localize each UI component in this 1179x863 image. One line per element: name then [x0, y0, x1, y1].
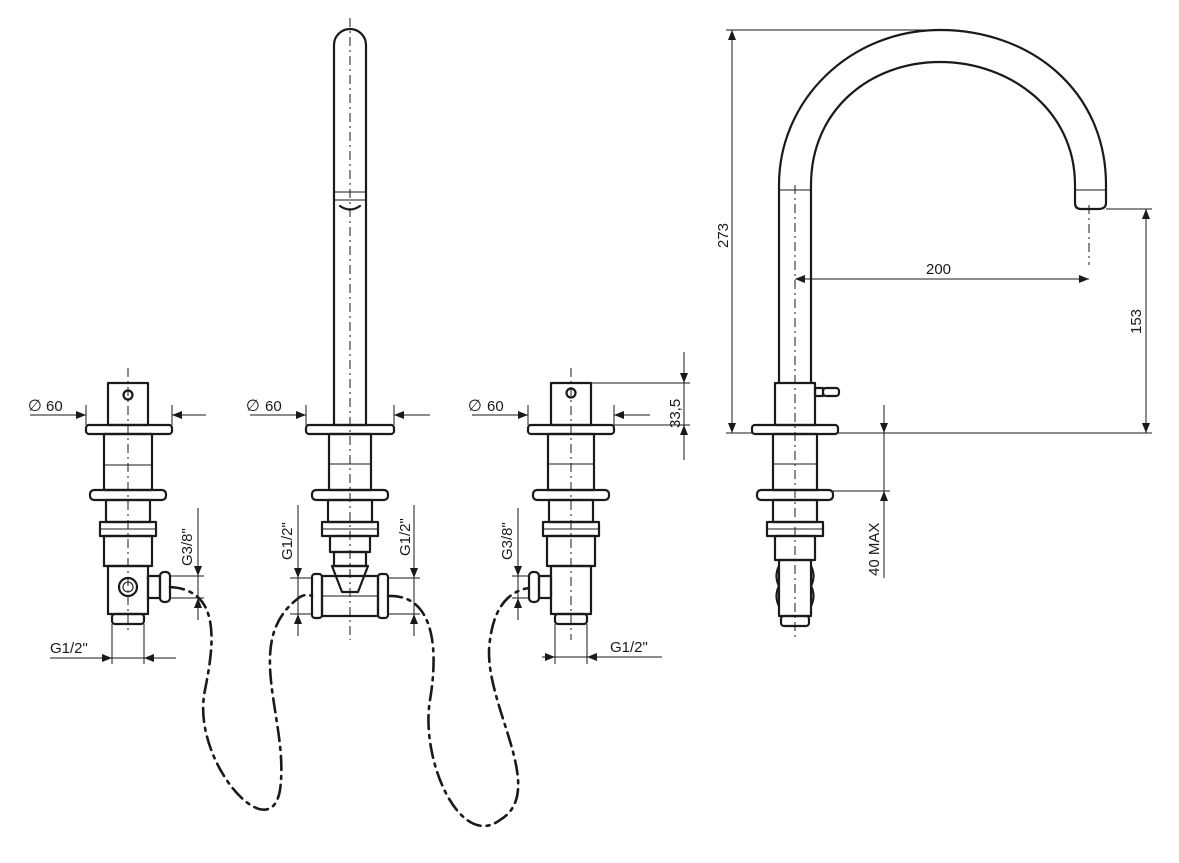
right-valve-diameter-label: 60: [487, 398, 504, 415]
spout-height-label: 153: [1128, 309, 1145, 334]
dimension-centre-g12-left: G1/2": [279, 505, 312, 636]
deck-thickness-label: 40 MAX: [866, 523, 883, 576]
dimension-spout-height: 153: [838, 208, 1152, 434]
dimension-left-g12: G1/2": [50, 624, 176, 664]
dimension-right-handle-height: 33,5: [591, 352, 690, 460]
dimension-right-g12: G1/2": [542, 624, 662, 664]
right-valve-handle-height-label: 33,5: [667, 399, 684, 428]
dimension-right-diameter: ∅ 60: [468, 396, 650, 425]
left-valve-inlet-thread-label: G1/2": [50, 640, 88, 657]
overall-height-label: 273: [715, 223, 732, 248]
flexible-hoses: [168, 585, 531, 828]
right-valve-outlet-thread-label: G3/8": [499, 522, 516, 560]
spout-base-diameter-label: 60: [265, 398, 282, 415]
diameter-symbol: ∅: [468, 396, 482, 415]
projection-label: 200: [926, 261, 951, 278]
dimension-left-g38: G3/8": [170, 508, 204, 620]
spout-base-left-thread-label: G1/2": [279, 522, 296, 560]
left-valve-diameter-label: 60: [46, 398, 63, 415]
spout-base-right-thread-label: G1/2": [397, 518, 414, 556]
dimension-centre-diameter: ∅ 60: [246, 396, 430, 425]
spout-base-front: [304, 18, 396, 640]
dimension-right-g38: G3/8": [499, 508, 529, 620]
right-valve-inlet-thread-label: G1/2": [610, 639, 648, 656]
left-valve-outlet-thread-label: G3/8": [179, 528, 196, 566]
dimension-left-diameter: ∅ 60: [28, 396, 206, 425]
dimension-deck-thickness: 40 MAX: [833, 405, 890, 578]
dimension-overall-height: 273: [715, 29, 940, 434]
diameter-symbol: ∅: [246, 396, 260, 415]
left-valve: [84, 368, 174, 630]
diameter-symbol: ∅: [28, 396, 42, 415]
dimension-centre-g12-right: G1/2": [388, 505, 420, 636]
dimension-projection: 200: [795, 261, 1089, 283]
right-valve: [526, 368, 616, 640]
spout-side-view: [750, 28, 1108, 640]
